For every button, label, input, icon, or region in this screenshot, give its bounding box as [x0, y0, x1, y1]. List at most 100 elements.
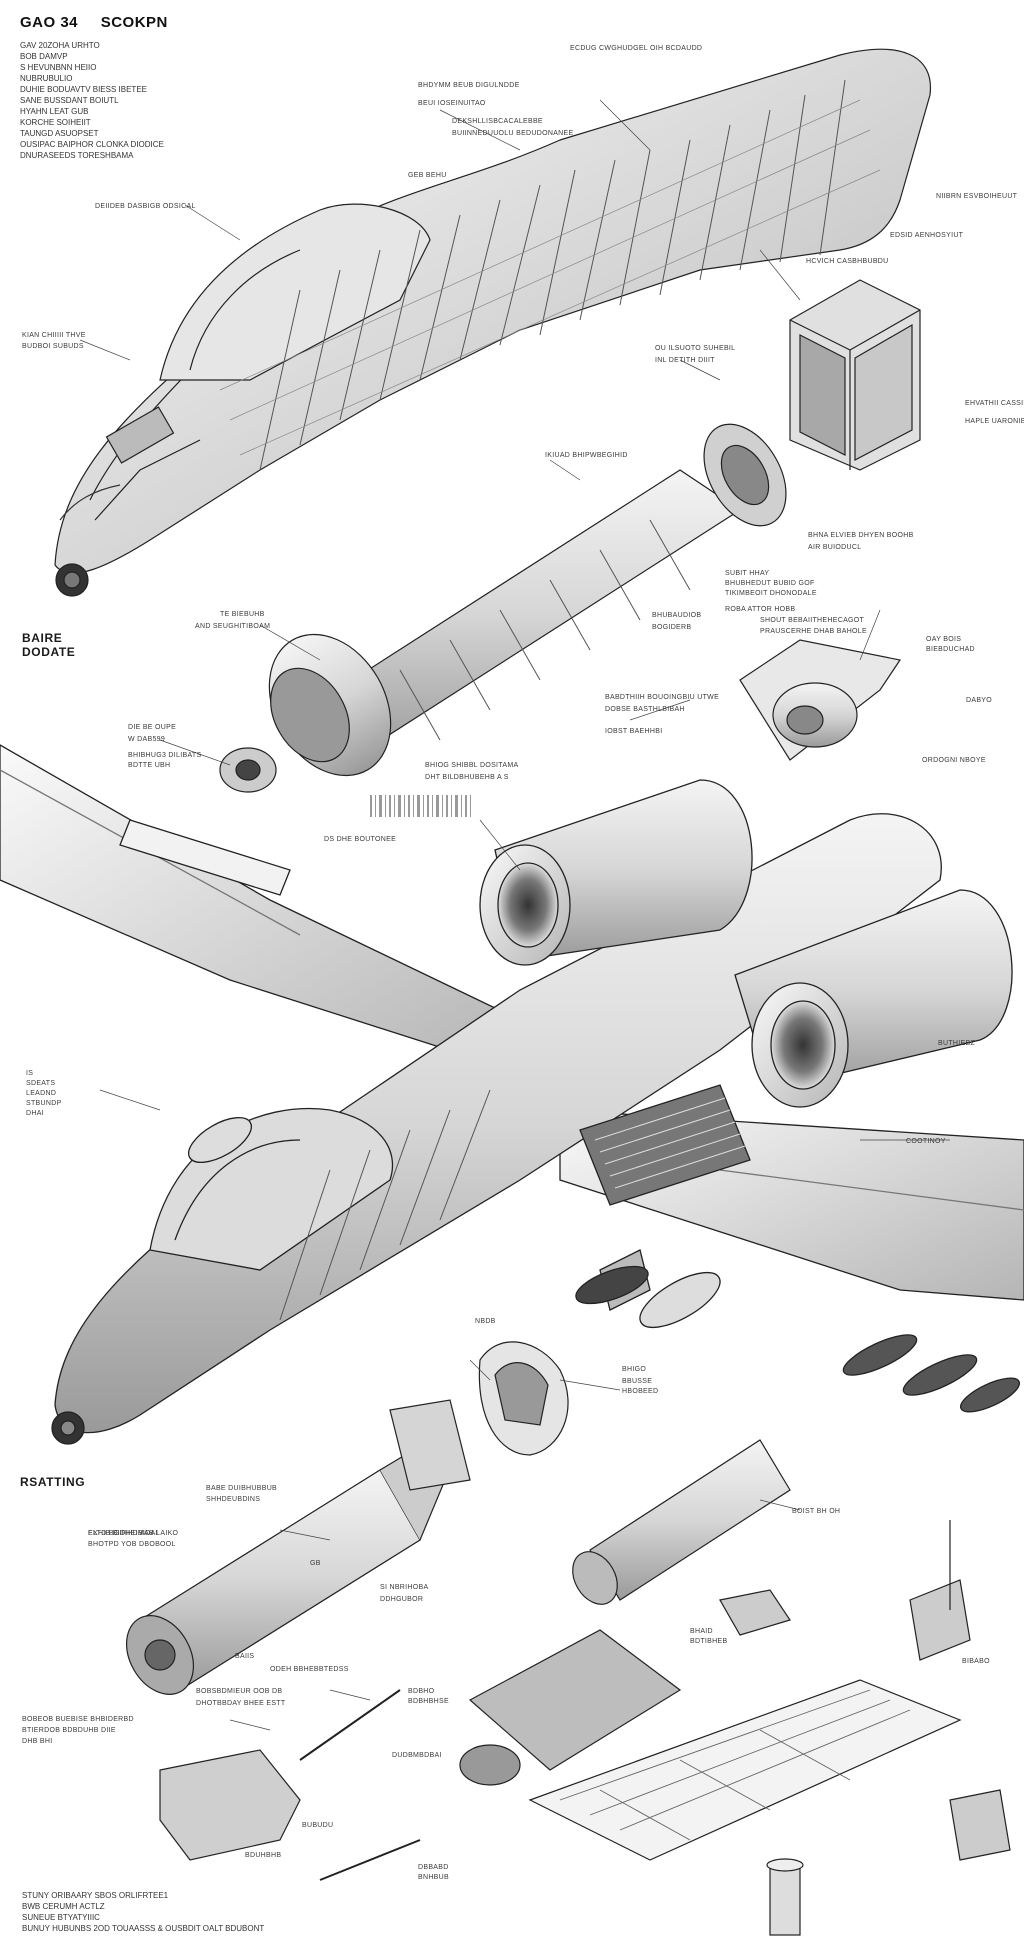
callout-label: TIKIMBEOIT DHONODALE: [725, 590, 817, 597]
callout-label: BDBHBHSE: [408, 1698, 449, 1705]
callout-label: SHOUT BEBAIITHEHECAGOT: [760, 617, 865, 624]
main-aircraft: [0, 744, 1024, 1445]
callout-label: SDEATS: [26, 1080, 56, 1087]
callout-label: DUDBMBDBAI: [392, 1752, 442, 1759]
callout-label: BHAID: [690, 1628, 713, 1635]
callout-label: ECDUG CWGHUDGEL OIH BCDAUDD: [570, 45, 703, 52]
callout-label: BHDYMM BEUB DIGULNDDE: [418, 82, 520, 89]
callout-label: BNHBUB: [418, 1874, 449, 1881]
exploded-parts: [125, 1341, 1011, 1936]
footer-notes: STUNY ORIBAARY SBOS ORLIFRTEE1 BWB CERUM…: [22, 1890, 264, 1934]
callout-label: BHIOG SHIBBL DOSITAMA: [425, 762, 519, 769]
callout-label: HAPLE UARONIE: [965, 418, 1024, 425]
callout-label: BOGIDERB: [652, 624, 692, 631]
callout-label: BIBABO: [962, 1658, 990, 1665]
callout-label: BUTHIEBZ: [938, 1040, 976, 1047]
callout-label: IOBST BAEHHBI: [605, 728, 663, 735]
callout-label: COOTINOY: [906, 1138, 946, 1145]
section-header-lower: RSATTING: [20, 1475, 86, 1489]
callout-label: BDTIBHEB: [690, 1638, 728, 1645]
spec-line: GAV 20ZOHA URHTO: [20, 41, 100, 50]
callout-label: HCVICH CASBHBUBDU: [806, 258, 889, 265]
callout-label: BHUBHEDUT BUBID GOF: [725, 580, 815, 587]
callout-label: BHOTPD YOB DBOBOOL: [88, 1541, 176, 1548]
upper-fuselage-cutaway: [54, 48, 932, 597]
callout-label: BHNA ELVIEB DHYEN BOOHB: [808, 532, 914, 539]
callout-label: ODEH BBHEBBTEDSS: [270, 1666, 349, 1673]
callout-label: DBBABD: [418, 1864, 449, 1871]
callout-label: BOBEOB BUEBISE BHBIDERBD: [22, 1716, 134, 1723]
title-part-2: SCOKPN: [100, 14, 168, 31]
callout-label: ELTD BGIRHDMAB LAIKO: [88, 1530, 179, 1537]
callout-label: DHB BHI: [22, 1738, 53, 1745]
callout-label: GEB BEHU: [408, 172, 447, 179]
callout-label: BHIBHUG3 DILIBATS: [128, 752, 202, 759]
callout-label: BUBUDU: [302, 1822, 334, 1829]
footer-line: BUNUY HUBUNBS 2OD TOUAASSS & OUSBDIT OAL…: [22, 1924, 265, 1933]
box-component: [789, 279, 921, 471]
callout-label: BDBHO: [408, 1688, 435, 1695]
callout-label: DIE BE OUPE: [128, 724, 177, 731]
callout-label: BDUHBHB: [245, 1852, 282, 1859]
callout-label: INL DETITH DIIIT: [655, 357, 715, 364]
callout-label: KIAN CHIIIII THVE: [22, 332, 86, 339]
callout-label: IS: [26, 1070, 34, 1077]
pod-component: [739, 639, 901, 761]
callout-label: BABDTHIIH BOUOINGBIU UTWE: [605, 694, 720, 701]
section-header-upper: BAIRE DODATE: [22, 631, 76, 660]
callout-label: GB: [310, 1560, 321, 1567]
label-strip-mark: [370, 795, 471, 817]
callout-label: BBUSSE: [622, 1378, 653, 1385]
spec-line: SANE BUSSDANT BOIUTL: [20, 96, 119, 105]
callout-label: DHT BILDBHUBEHB A S: [425, 774, 509, 781]
spec-line: TAUNGD ASUOPSET: [20, 129, 99, 138]
callout-label: SUBIT HHAY: [725, 570, 770, 577]
callout-label: HBOBEED: [622, 1388, 659, 1395]
callout-label: NIIBRN ESVBOIHEUUT: [936, 193, 1018, 200]
callout-label: BOIST BH OH: [792, 1508, 841, 1515]
callout-label: BDTTE UBH: [128, 762, 171, 769]
callout-label: BTIERDOB BDBDUHB DIIE: [22, 1727, 116, 1734]
footer-line: STUNY ORIBAARY SBOS ORLIFRTEE1: [22, 1891, 169, 1900]
footer-line: SUNEUE BTYATYIIIC: [22, 1913, 100, 1922]
callout-label: AND SEUGHITIBOAM: [195, 623, 271, 630]
spec-line: HYAHN LEAT GUB: [20, 107, 89, 116]
callout-label: NBDB: [475, 1318, 496, 1325]
spec-line: BOB DAMVP: [20, 52, 68, 61]
callout-label: OAY BOIS: [926, 636, 962, 643]
callout-label: W DAB599: [128, 736, 166, 743]
callout-label: PRAUSCERHE DHAB BAHOLE: [760, 628, 867, 635]
sheet-title: GAO 34 SCOKPN: [20, 14, 186, 31]
footer-line: BWB CERUMH ACTLZ: [22, 1902, 105, 1911]
callout-label: BUIINNEDUUOLU BEDUDONANEE: [452, 130, 574, 137]
callout-label: BIEBDUCHAD: [926, 646, 975, 653]
callout-label: BHIGO: [622, 1366, 647, 1373]
callout-label: DOBSE BASTHLBIBAH: [605, 706, 685, 713]
engine-shaft-assembly: [219, 423, 787, 793]
callout-label: BHUBAUDIOB: [652, 612, 702, 619]
callout-label: EHVATHII CASSIDBANDIE: [965, 400, 1024, 407]
callout-label: TE BIEBUHB: [220, 611, 265, 618]
callout-label: DS DHE BOUTONEE: [324, 836, 397, 843]
callout-label: BABE DUIBHUBBUB: [206, 1485, 278, 1492]
callout-label: IKIUAD BHIPWBEGIHID: [545, 452, 628, 459]
callout-label: BAIIS: [235, 1653, 255, 1660]
spec-line: OUSIPAC BAIPHOR CLONKA DIODICE: [20, 140, 164, 149]
spec-line: KORCHE SOIHEIIT: [20, 118, 91, 127]
callout-label: ROBA ATTOR HOBB: [725, 606, 796, 613]
spec-list: GAV 20ZOHA URHTO BOB DAMVP S HEVUNBNN HE…: [20, 40, 164, 161]
callout-label: EXHIB BIDHEIBIDAL: [88, 1530, 160, 1537]
callout-label: BOBSBDMIEUR OOB DB: [196, 1688, 283, 1695]
section-header-upper-text: BAIRE DODATE: [22, 631, 76, 659]
spec-line: NUBRUBULIO: [20, 74, 73, 83]
callout-label: DEKSHLLISBCACALEBBE: [452, 118, 543, 125]
spec-line: DUHIE BODUAVTV BIESS IBETEE: [20, 85, 147, 94]
callout-label: SHHDEUBDINS: [206, 1496, 261, 1503]
spec-line: S HEVUNBNN HEIIO: [20, 63, 97, 72]
callout-label: EDSID AENHOSYIUT: [890, 232, 964, 239]
callout-label: DHAI: [26, 1110, 44, 1117]
title-part-1: GAO 34: [20, 14, 79, 31]
leader-lines: [79, 99, 950, 1731]
